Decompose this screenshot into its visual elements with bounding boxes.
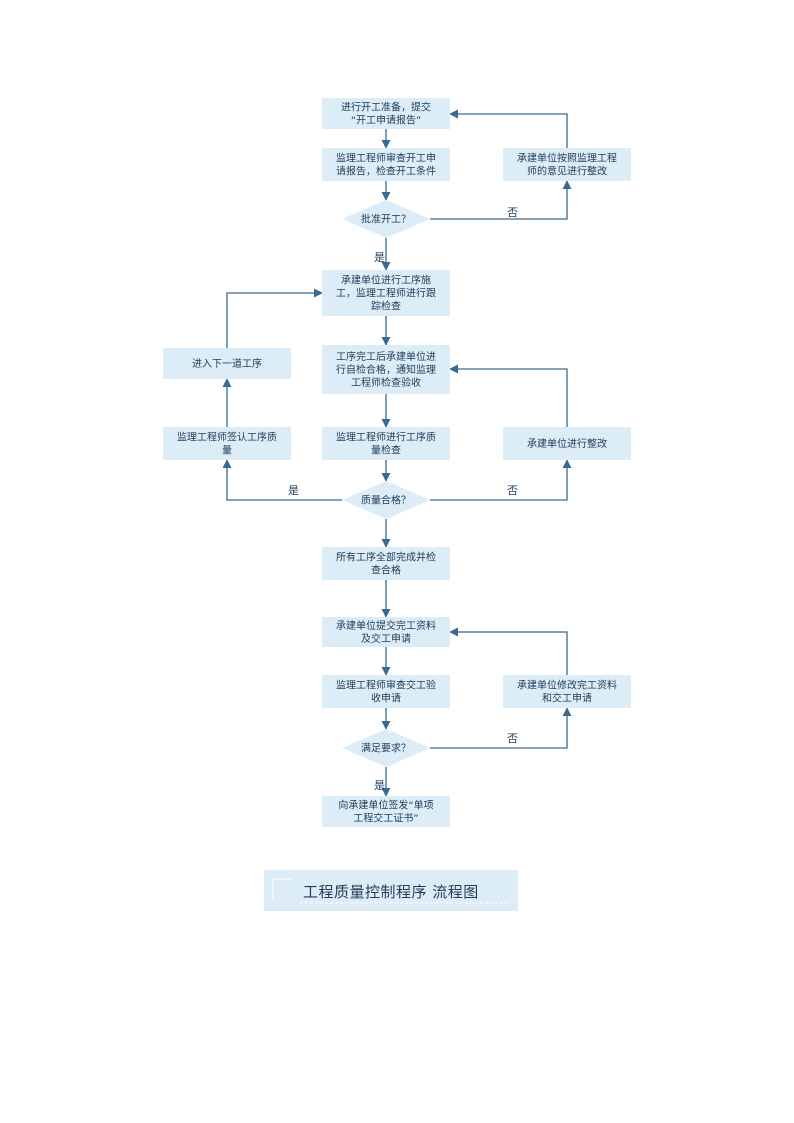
node-text-line: 工，监理工程师进行跟 — [336, 287, 436, 300]
decision-node-n16: 满足要求？ — [342, 729, 430, 767]
nodes-layer: 进行开工准备，提交“开工申请报告”监理工程师审查开工申请报告，检查开工条件批准开… — [163, 98, 631, 827]
edge-label-n11-to-n9: 是 — [288, 484, 299, 497]
node-text-line: “开工申请报告” — [351, 114, 421, 127]
node-text-line: 监理工程师审查交工验 — [336, 679, 436, 692]
process-box — [322, 675, 450, 708]
edge-label-n3-to-n4: 否 — [507, 206, 518, 219]
node-text-line: 师的意见进行整改 — [527, 165, 607, 178]
caption-panel: 工程质量控制程序 流程图 — [264, 870, 518, 911]
node-text-line: 满足要求？ — [361, 743, 411, 755]
node-text-line: 和交工申请 — [542, 692, 592, 705]
edge-n4-to-n1 — [449, 109, 568, 148]
process-node-n7: 进入下一道工序 — [163, 348, 291, 379]
caption-background — [264, 870, 518, 911]
node-text-line: 查合格 — [371, 564, 401, 577]
edge-n11-to-n10 — [430, 459, 572, 501]
process-box — [322, 617, 450, 647]
process-box — [322, 796, 450, 827]
node-text-line: 监理工程师进行工序质 — [336, 431, 436, 444]
process-box — [503, 148, 631, 181]
edge-label-n16-to-n15: 否 — [507, 732, 518, 745]
process-box — [163, 348, 291, 379]
process-box — [322, 547, 450, 580]
edge-labels-layer: 否是是否否是 — [288, 206, 518, 792]
edge-n15-to-n13 — [449, 627, 568, 675]
decision-node-n3: 批准开工？ — [342, 200, 430, 238]
process-box — [322, 345, 450, 394]
caption-title: 工程质量控制程序 流程图 — [303, 883, 479, 901]
node-text-line: 量 — [222, 445, 232, 457]
node-text-line: 所有工序全部完成并检 — [336, 551, 436, 564]
process-box — [503, 427, 631, 460]
edge-n11-to-n9 — [222, 459, 342, 501]
node-text-line: 承建单位进行工序施 — [341, 274, 431, 287]
node-text-line: 工程师检查验收 — [351, 376, 421, 389]
node-text-line: 进行开工准备，提交 — [341, 101, 431, 114]
caption-corner-accent — [272, 878, 292, 900]
node-text-line: 向承建单位签发“单项 — [338, 799, 433, 812]
node-text-line: 质量合格？ — [361, 494, 411, 507]
node-text-line: 承建单位进行整改 — [527, 437, 607, 450]
edge-n7-to-n5 — [226, 288, 323, 348]
node-text-line: 量检查 — [371, 444, 401, 457]
node-text-line: 承建单位提交完工资料 — [336, 619, 436, 632]
process-node-n10: 承建单位进行整改 — [503, 427, 631, 460]
edge-label-n11-to-n10: 否 — [507, 484, 518, 497]
edge-label-n3-to-n5: 是 — [374, 251, 385, 264]
node-text-line: 监理工程师审查开工申 — [336, 152, 436, 165]
process-box — [322, 427, 450, 460]
edge-n10-to-n6 — [449, 364, 568, 427]
node-text-line: 工序完工后承建单位进 — [336, 350, 436, 363]
process-box — [322, 98, 450, 129]
node-text-line: 行自检合格，通知监理 — [336, 363, 436, 376]
node-text-line: 承建单位修改完工资料 — [517, 679, 617, 692]
node-text-line: 承建单位按照监理工程 — [517, 152, 617, 165]
decision-diamond — [342, 729, 430, 767]
node-text-line: 踪检查 — [371, 300, 401, 313]
node-text-line: 工程交工证书” — [353, 812, 418, 825]
process-node-n1: 进行开工准备，提交“开工申请报告” — [322, 98, 450, 129]
edge-n16-to-n15 — [430, 707, 572, 749]
decision-diamond — [342, 200, 430, 238]
node-text-line: 请报告，检查开工条件 — [336, 165, 436, 178]
process-box — [322, 148, 450, 181]
edges-layer — [222, 109, 572, 797]
process-box — [163, 427, 291, 460]
node-text-line: 及交工申请 — [361, 632, 411, 645]
edge-n3-to-n4 — [430, 180, 572, 220]
process-box — [322, 270, 450, 316]
process-box — [503, 675, 631, 708]
node-text-line: 监理工程师签认工序质 — [177, 431, 277, 444]
node-text-line: 进入下一道工序 — [192, 357, 262, 370]
node-text-line: 批准开工？ — [361, 213, 411, 226]
node-text-line: 收申请 — [371, 692, 401, 705]
decision-node-n11: 质量合格？ — [342, 481, 430, 519]
edge-label-n16-to-n17: 是 — [374, 779, 385, 792]
decision-diamond — [342, 481, 430, 519]
